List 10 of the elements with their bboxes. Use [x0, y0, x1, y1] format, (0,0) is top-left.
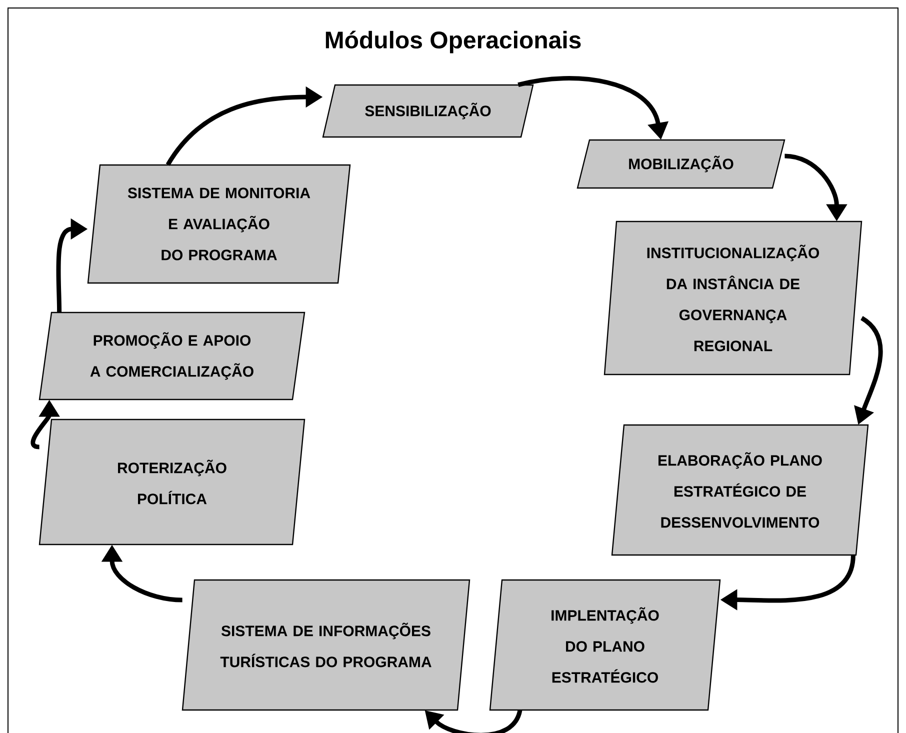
process-parallelogram: SISTEMA DE MONITORIA E AVALIAÇÃO DO PROGRAMA [87, 164, 351, 284]
process-parallelogram: PROMOÇÃO E APOIO A COMERCIALIZAÇÃO [38, 312, 306, 400]
title: Módulos Operacionais [326, 30, 581, 54]
process-parallelogram: INSTITUCIONALIZAÇÃO DA INSTÂNCIA DE GOVERNANÇA REGIONAL [604, 220, 862, 376]
process-parallelogram: IMPLENTAÇÃO DO PLANO ESTRATÉGICO [489, 579, 721, 711]
process-parallelogram: SISTEMA DE INFORMAÇÕES TURÍSTICAS DO PROGRAMA [182, 579, 470, 711]
process-parallelogram: MOBILIZAÇÃO [576, 139, 786, 189]
process-parallelogram: SENSIBILIZAÇÃO [322, 84, 534, 138]
process-parallelogram: ROTERIZAÇÃO POLÍTICA [38, 418, 306, 546]
process-parallelogram: ELABORAÇÃO PLANO ESTRATÉGICO DE DESSENVOLVIMENTO [611, 424, 869, 556]
